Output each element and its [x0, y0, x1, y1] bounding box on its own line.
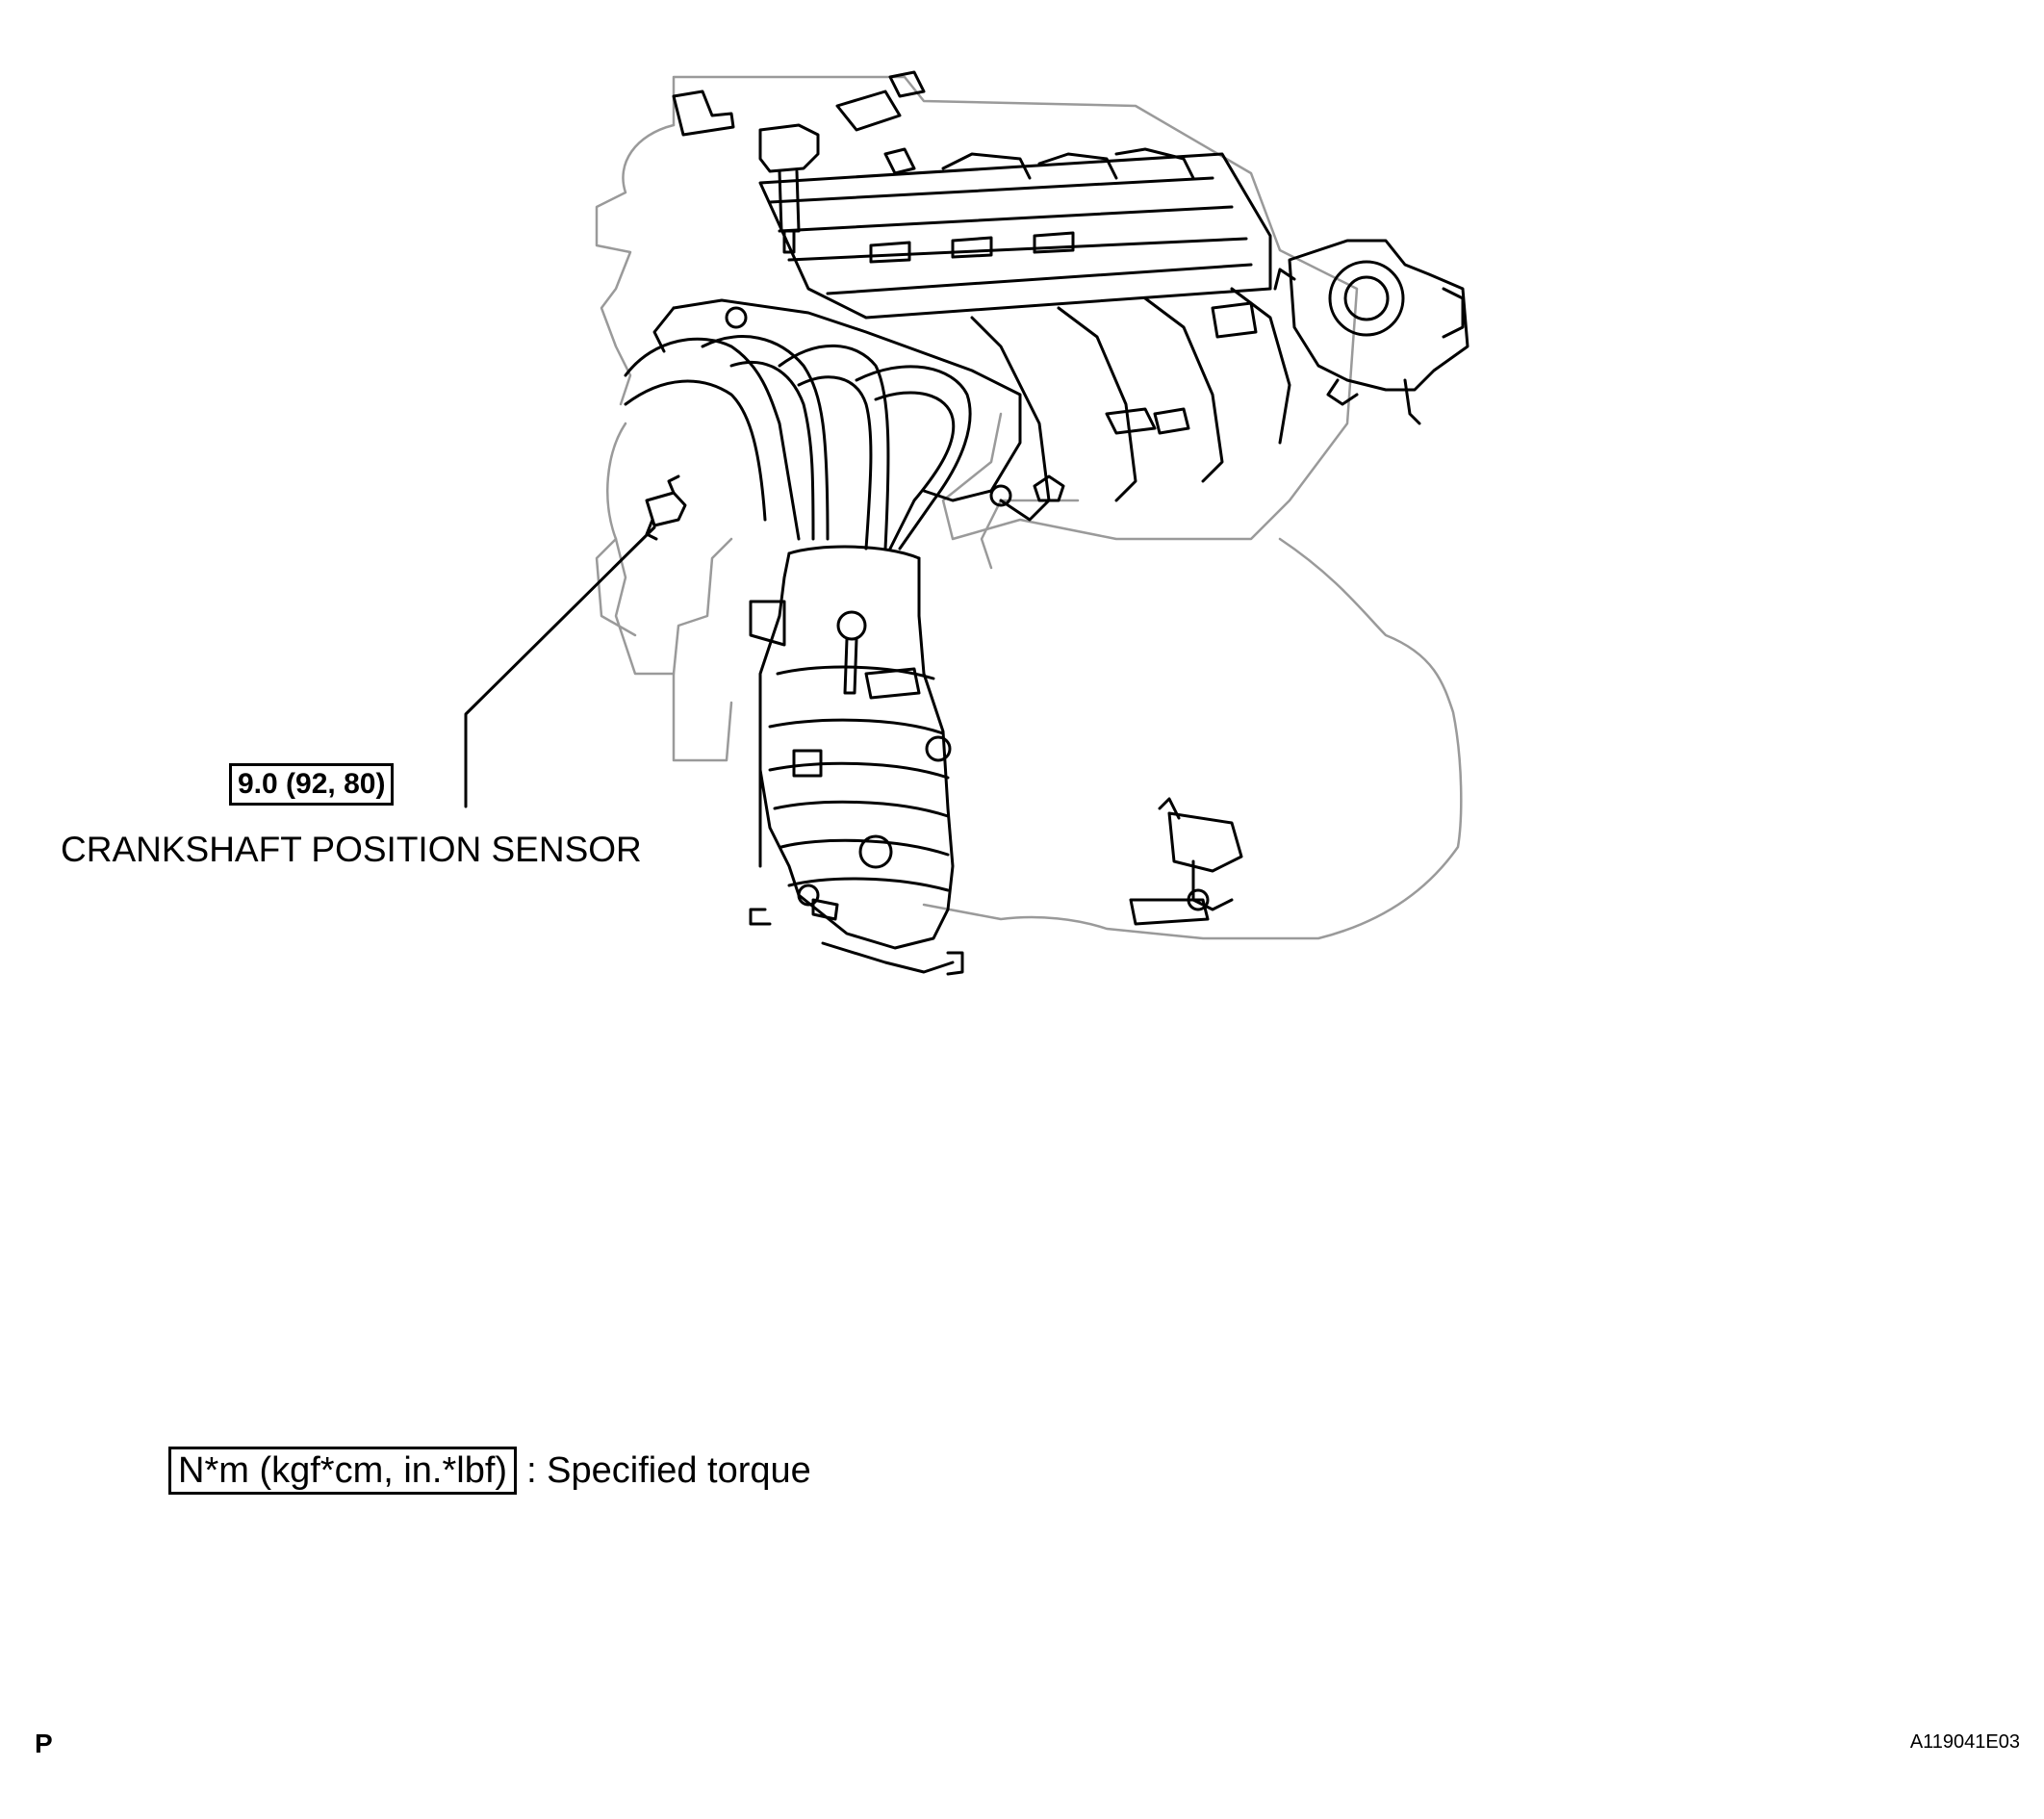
crankshaft-sensor-label: CRANKSHAFT POSITION SENSOR — [61, 830, 642, 869]
leader-line — [464, 525, 656, 808]
sensor-bracket — [1129, 797, 1243, 926]
figure-id: A119041E03 — [1909, 1731, 2020, 1753]
catalytic-converter — [749, 551, 964, 976]
exhaust-manifold — [624, 298, 1022, 560]
engine-block-outline — [595, 75, 1463, 940]
torque-legend: N*m (kgf*cm, in.*lbf) : Specified torque — [168, 1447, 811, 1495]
legend-symbol-box: N*m (kgf*cm, in.*lbf) — [168, 1447, 518, 1495]
cylinder-head — [758, 147, 1272, 320]
section-code: P — [35, 1729, 53, 1758]
intake-manifold — [970, 287, 1291, 522]
legend-description: : Specified torque — [526, 1450, 811, 1491]
ignition-coils — [672, 70, 926, 254]
throttle-body — [1273, 239, 1469, 425]
torque-value-callout: 9.0 (92, 80) — [229, 763, 395, 806]
